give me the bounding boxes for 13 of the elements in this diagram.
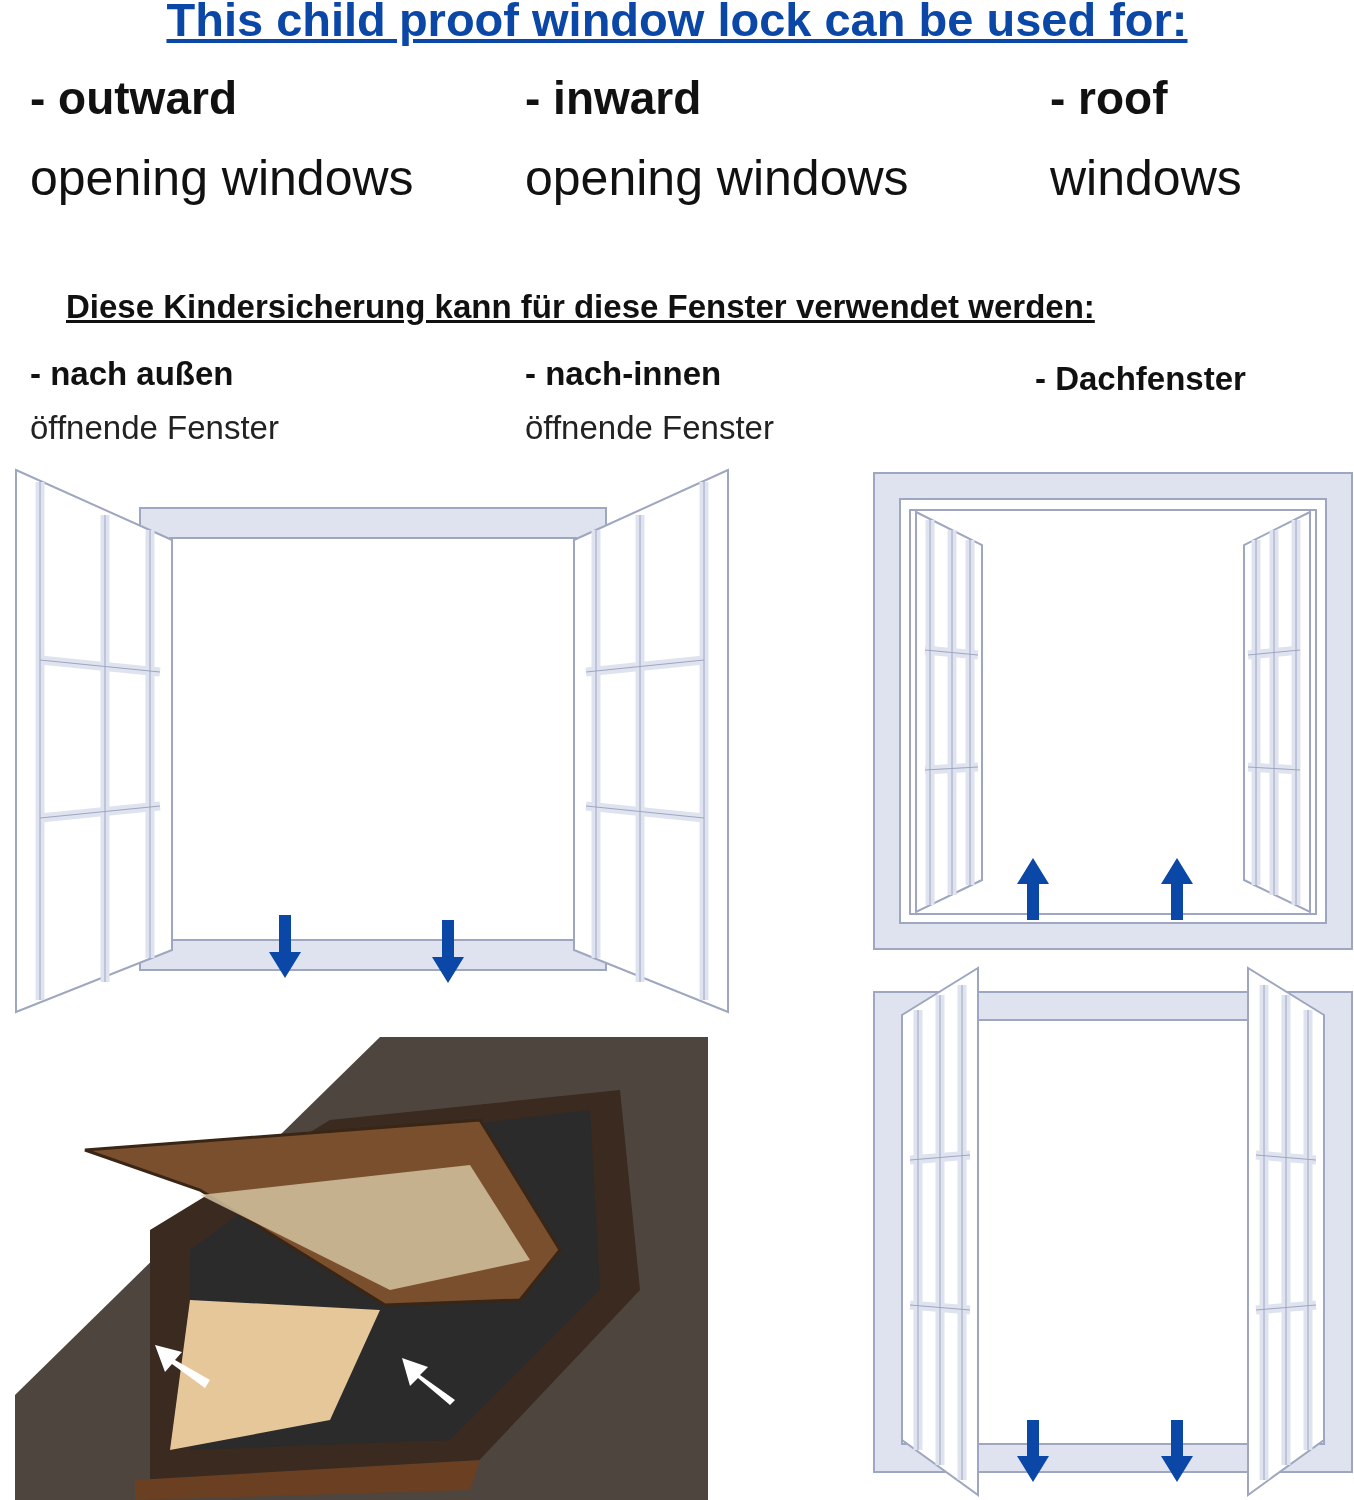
label: öffnende Fenster — [525, 409, 774, 447]
label: - inward — [525, 72, 702, 125]
label: - nach außen — [30, 355, 234, 393]
label: - Dachfenster — [1035, 360, 1246, 398]
subheading: Diese Kindersicherung kann für diese Fenster verwendet werden: — [66, 288, 1095, 326]
label: opening windows — [525, 150, 909, 208]
label: - roof — [1050, 72, 1168, 125]
label: windows — [1050, 150, 1242, 208]
label: - nach-innen — [525, 355, 722, 393]
label: - outward — [30, 72, 237, 125]
heading: This child proof window lock can be used for: — [165, 0, 1189, 47]
label: opening windows — [30, 150, 414, 208]
label: öffnende Fenster — [30, 409, 279, 447]
